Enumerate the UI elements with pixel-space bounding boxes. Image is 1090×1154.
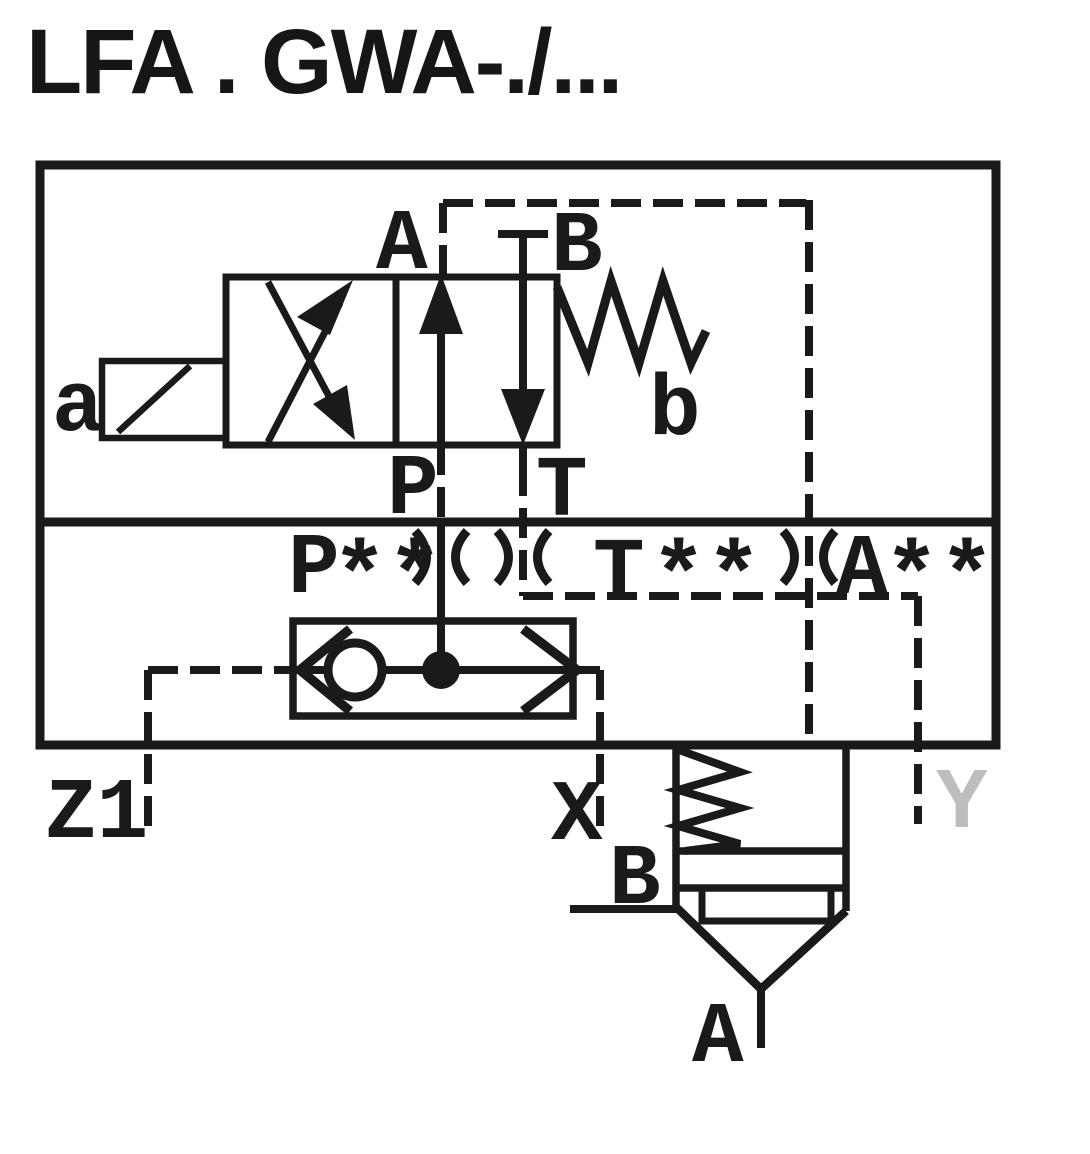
pilot-valve-symbol — [98, 230, 711, 466]
check-valve-ball — [323, 638, 387, 702]
cartridge-port-label-a: A — [692, 989, 744, 1087]
crossed-arrow-line-2 — [264, 280, 344, 419]
check-valve-seat — [292, 625, 354, 715]
orifice-label-a: A — [836, 521, 888, 619]
port-label-y: Y — [936, 755, 988, 853]
pilot-control-lines — [144, 199, 922, 831]
housing-outline — [35, 160, 1001, 750]
solenoid-label-a: a — [52, 358, 104, 456]
crossed-arrow-head-1 — [297, 280, 353, 335]
pilot-port-label-b: B — [551, 198, 603, 296]
cartridge-poppet-icon — [570, 745, 850, 1048]
orifice-a-icon — [779, 528, 839, 586]
crossed-arrow-head-2 — [313, 385, 355, 440]
up-arrow-head — [419, 274, 463, 334]
orifice-p-icon — [411, 528, 471, 586]
pilot-port-label-p: P — [387, 441, 439, 539]
diagram-title: LFA . GWA-./... — [26, 11, 621, 113]
solenoid-diagonal — [115, 363, 193, 435]
junction-dot — [422, 651, 460, 689]
spring-label-b: b — [649, 362, 701, 460]
labels: a b A B P T P ** T ** A ** Z1 X Y B A — [45, 196, 994, 1087]
poppet-seat-box — [698, 888, 835, 925]
port-label-z1: Z1 — [45, 765, 148, 863]
valve-body — [222, 273, 561, 449]
pilot-port-label-a: A — [376, 196, 428, 294]
housing-block — [35, 160, 1001, 750]
pilot-port-label-t: T — [536, 443, 588, 541]
orifice-t-icon — [493, 528, 553, 586]
check-valve-arrow — [520, 625, 585, 715]
orifice-label-t: T — [593, 525, 645, 623]
port-label-x: X — [551, 767, 603, 865]
orifice-stars-t: ** — [651, 527, 761, 632]
valve-spring-icon — [552, 265, 711, 378]
orifice-stars-p: ** — [332, 527, 442, 632]
orifice-stars-a: ** — [884, 527, 994, 632]
cartridge-spring-icon — [663, 746, 755, 855]
shuttle-check-valve-icon — [289, 617, 585, 720]
orifice-label-p: P — [288, 520, 340, 618]
orifice-symbols — [411, 528, 839, 586]
down-arrow-head — [501, 389, 545, 445]
cartridge-port-label-b: B — [609, 831, 661, 929]
